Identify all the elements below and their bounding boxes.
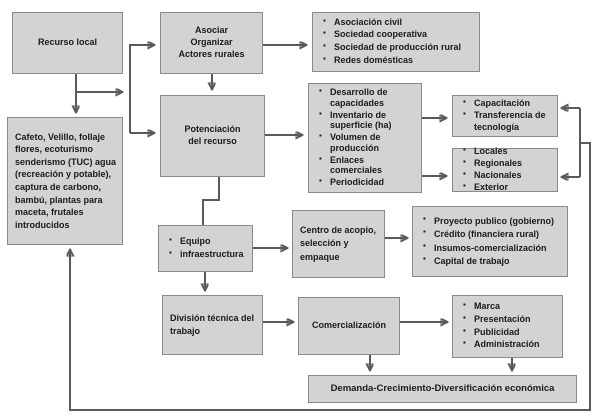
box-diagnostico-recurso: Desarrollo de capacidades Inventario de … <box>308 83 422 193</box>
box-recurso-local: Recurso local <box>12 12 123 74</box>
bullet-item: Sociedad cooperativa <box>323 28 472 41</box>
bullet-item: Inventario de superficie (ha) <box>319 109 414 132</box>
box-equipo-infraestructura: Equipo infraestructura <box>158 225 253 272</box>
bullet-item: infraestructura <box>169 248 245 261</box>
bullet-list: Locales Regionales Nacionales Exterior <box>460 145 552 193</box>
line-potenciacion-to-equipo <box>202 177 220 225</box>
box-label: Recurso local <box>37 37 98 48</box>
box-comercializacion: Comercialización <box>298 297 400 355</box>
box-financiamiento: Proyecto publico (gobierno) Crédito (fin… <box>412 206 568 277</box>
box-label: Comercialización <box>311 320 387 331</box>
box-line: Asociar <box>194 25 229 36</box>
bullet-item: Insumos-comercialización <box>423 240 560 254</box>
box-label: Demanda-Crecimiento-Diversificación econ… <box>330 382 555 394</box>
bullet-item: Periodicidad <box>319 176 414 188</box>
bullet-list: Desarrollo de capacidades Inventario de … <box>316 86 416 189</box>
box-line: Potenciación <box>184 124 241 135</box>
bullet-item: Exterior <box>463 181 550 193</box>
bullet-item: Asociación civil <box>323 16 472 29</box>
bullet-item: Presentación <box>463 313 555 326</box>
bullet-item: Enlaces comerciales <box>319 154 414 177</box>
bullet-list: Asociación civil Sociedad cooperativa So… <box>320 16 474 68</box>
bullet-list: Marca Presentación Publicidad Administra… <box>460 300 557 352</box>
bullet-item: Volumen de producción <box>319 131 414 154</box>
box-capacitacion: Capacitación Transferencia de tecnología <box>452 95 558 137</box>
box-line: Actores rurales <box>178 48 245 59</box>
bullet-item: Crédito (financiera rural) <box>423 227 560 240</box>
box-formas-asociacion: Asociación civil Sociedad cooperativa So… <box>312 12 480 72</box>
box-text: Centro de acopio, selección y empaque <box>300 225 377 262</box>
bullet-item: Sociedad de producción rural <box>323 41 472 54</box>
arrow-trunk-to-asociar <box>129 45 154 133</box>
bullet-item: Capacitación <box>463 97 550 109</box>
bullet-item: Desarrollo de capacidades <box>319 86 414 109</box>
box-recursos-locales-lista: Cafeto, Velillo, follaje flores, ecoturi… <box>7 117 123 245</box>
bullet-item: Redes domésticas <box>323 54 472 67</box>
box-text: División técnica del trabajo <box>170 312 255 336</box>
bullet-item: Capital de trabajo <box>423 254 560 267</box>
bullet-item: Nacionales <box>463 169 550 181</box>
box-division-tecnica: División técnica del trabajo <box>162 295 263 355</box>
bullet-list: Equipo infraestructura <box>166 235 247 261</box>
bullet-item: Administración <box>463 338 555 351</box>
box-marketing: Marca Presentación Publicidad Administra… <box>452 295 563 358</box>
bullet-item: Locales <box>463 145 550 157</box>
bullet-item: Proyecto publico (gobierno) <box>423 214 560 227</box>
bullet-item: Marca <box>463 300 555 313</box>
bullet-list: Proyecto publico (gobierno) Crédito (fin… <box>420 214 562 268</box>
bullet-item: Regionales <box>463 157 550 169</box>
box-centro-acopio: Centro de acopio, selección y empaque <box>292 210 385 278</box>
box-asociar-organizar: Asociar Organizar Actores rurales <box>160 12 263 74</box>
bullet-item: Publicidad <box>463 326 555 339</box>
bullet-item: Transferencia de tecnología <box>463 109 550 133</box>
box-demanda-crecimiento: Demanda-Crecimiento-Diversificación econ… <box>308 375 577 403</box>
bullet-item: Equipo <box>169 235 245 248</box>
box-line: del recurso <box>188 136 237 146</box>
box-text: Cafeto, Velillo, follaje flores, ecoturi… <box>15 131 117 230</box>
box-mercados: Locales Regionales Nacionales Exterior <box>452 145 558 193</box>
box-line: Organizar <box>190 37 233 48</box>
box-potenciacion-recurso: Potenciación del recurso <box>160 95 265 177</box>
bullet-list: Capacitación Transferencia de tecnología <box>460 97 552 134</box>
